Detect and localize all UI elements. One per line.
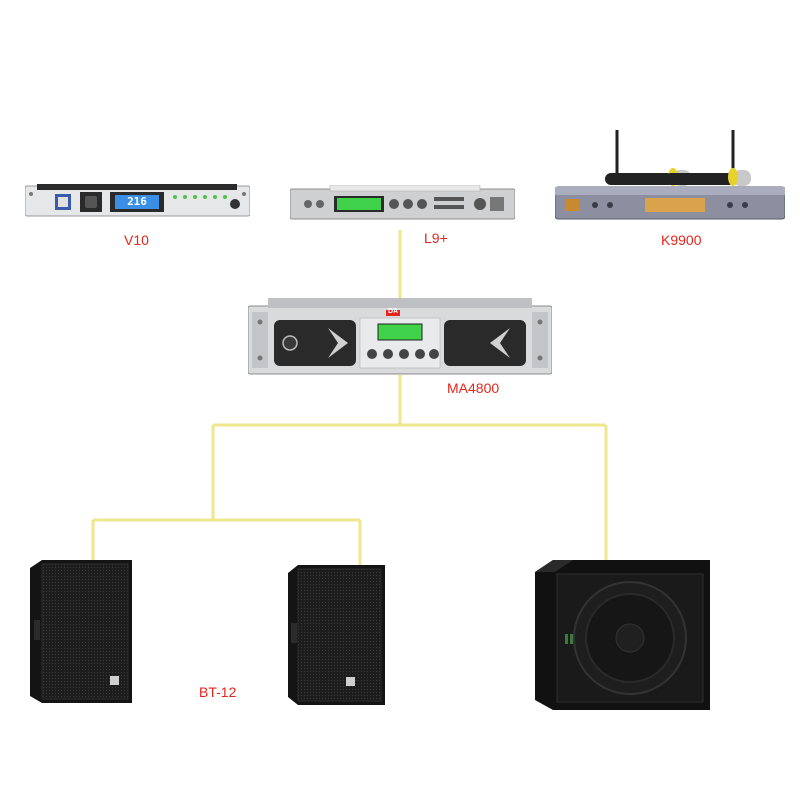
v10-label: V10 — [124, 232, 149, 248]
v10-lcd-readout: 216 — [127, 195, 147, 208]
subwoofer-cabinet — [535, 560, 710, 710]
l9-processor — [290, 185, 515, 220]
bt12-label: BT-12 — [199, 684, 237, 700]
ma4800-brand-mark: DA — [387, 308, 399, 315]
bt12-speaker-right — [288, 565, 385, 705]
l9-label: L9+ — [424, 230, 448, 246]
bt12-speaker-left — [30, 560, 132, 703]
ma4800-power-amplifier — [248, 298, 552, 375]
k9900-wireless-receiver — [555, 130, 785, 220]
ma4800-label: MA4800 — [447, 380, 500, 396]
v10-power-sequencer — [25, 184, 250, 217]
k9900-label: K9900 — [661, 232, 702, 248]
